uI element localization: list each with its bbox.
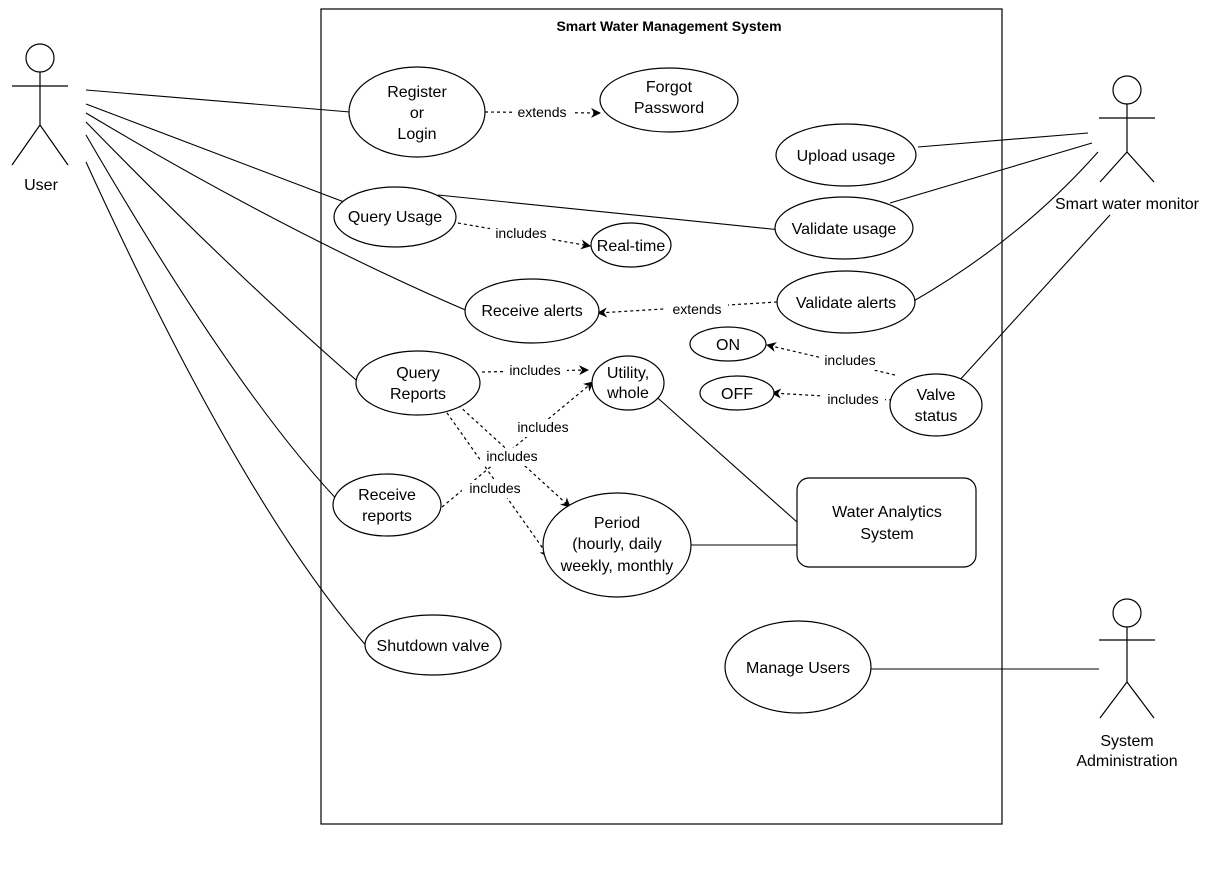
use-case-on[interactable]: ON: [689, 326, 767, 362]
svg-text:ON: ON: [716, 337, 740, 354]
use-case-manage-users[interactable]: Manage Users: [724, 620, 872, 714]
svg-text:reports: reports: [362, 508, 412, 525]
svg-text:Login: Login: [397, 126, 436, 143]
use-case-off[interactable]: OFF: [699, 375, 775, 411]
use-case-shutdown-valve[interactable]: Shutdown valve: [364, 614, 502, 676]
relation-labels: extends includes extends includes includ…: [462, 103, 885, 498]
svg-text:Shutdown valve: Shutdown valve: [377, 638, 490, 655]
use-case-register-login[interactable]: Register or Login: [348, 66, 486, 158]
svg-text:Real-time: Real-time: [597, 238, 666, 255]
svg-text:Password: Password: [634, 100, 704, 117]
includes-utility-query-label: includes: [509, 362, 560, 378]
actor-user-label: User: [24, 177, 58, 194]
svg-text:Validate usage: Validate usage: [792, 221, 897, 238]
svg-text:Utility,: Utility,: [607, 365, 649, 382]
svg-text:Register: Register: [387, 84, 447, 101]
svg-text:Query Usage: Query Usage: [348, 209, 442, 226]
svg-text:Receive: Receive: [358, 487, 416, 504]
use-case-validate-alerts[interactable]: Validate alerts: [776, 270, 916, 334]
use-case-receive-reports[interactable]: Receive reports: [332, 473, 442, 537]
svg-text:Upload usage: Upload usage: [797, 148, 896, 165]
use-case-validate-usage[interactable]: Validate usage: [774, 196, 914, 260]
svg-text:Query: Query: [396, 365, 440, 382]
svg-text:Reports: Reports: [390, 386, 446, 403]
includes-period-query-label: includes: [486, 448, 537, 464]
system-title: Smart Water Management System: [556, 18, 781, 34]
actor-smart-water-monitor[interactable]: [1099, 75, 1155, 183]
extends-alerts-label: extends: [672, 301, 721, 317]
includes-utility-receive-label: includes: [517, 419, 568, 435]
association-lines: [85, 89, 1111, 670]
svg-text:or: or: [410, 105, 425, 122]
actor-user[interactable]: [11, 43, 69, 166]
use-case-query-reports[interactable]: Query Reports: [355, 350, 481, 416]
includes-period-receive-label: includes: [469, 480, 520, 496]
svg-text:(hourly, daily: (hourly, daily: [572, 536, 662, 553]
svg-text:System: System: [860, 526, 913, 543]
actor-smart-water-monitor-label: Smart water monitor: [1055, 196, 1200, 213]
use-case-utility-whole[interactable]: Utility, whole: [591, 355, 665, 411]
use-case-real-time[interactable]: Real-time: [590, 222, 672, 268]
use-case-valve-status[interactable]: Valve status: [889, 373, 983, 437]
svg-text:Period: Period: [594, 515, 640, 532]
svg-text:Manage Users: Manage Users: [746, 660, 850, 677]
actor-system-administration[interactable]: [1099, 598, 1155, 719]
includes-off-label: includes: [827, 391, 878, 407]
svg-text:Water Analytics: Water Analytics: [832, 504, 942, 521]
use-case-forgot-password[interactable]: Forgot Password: [599, 67, 739, 133]
includes-realtime-label: includes: [495, 225, 546, 241]
water-analytics-system[interactable]: Water Analytics System: [796, 477, 977, 568]
svg-text:whole: whole: [606, 385, 649, 402]
actor-system-administration-label-2: Administration: [1076, 753, 1177, 770]
extends-forgot-label: extends: [517, 104, 566, 120]
use-case-upload-usage[interactable]: Upload usage: [775, 123, 917, 187]
use-case-query-usage[interactable]: Query Usage: [333, 186, 457, 248]
svg-text:Receive alerts: Receive alerts: [481, 303, 582, 320]
actor-system-administration-label-1: System: [1100, 733, 1153, 750]
svg-text:status: status: [915, 408, 958, 425]
svg-text:Forgot: Forgot: [646, 79, 693, 96]
svg-text:OFF: OFF: [721, 386, 753, 403]
includes-on-label: includes: [824, 352, 875, 368]
use-case-receive-alerts[interactable]: Receive alerts: [464, 278, 600, 344]
svg-text:Validate alerts: Validate alerts: [796, 295, 896, 312]
use-case-period[interactable]: Period (hourly, daily weekly, monthly: [542, 492, 692, 598]
svg-text:weekly, monthly: weekly, monthly: [560, 558, 674, 575]
svg-text:Valve: Valve: [917, 387, 956, 404]
